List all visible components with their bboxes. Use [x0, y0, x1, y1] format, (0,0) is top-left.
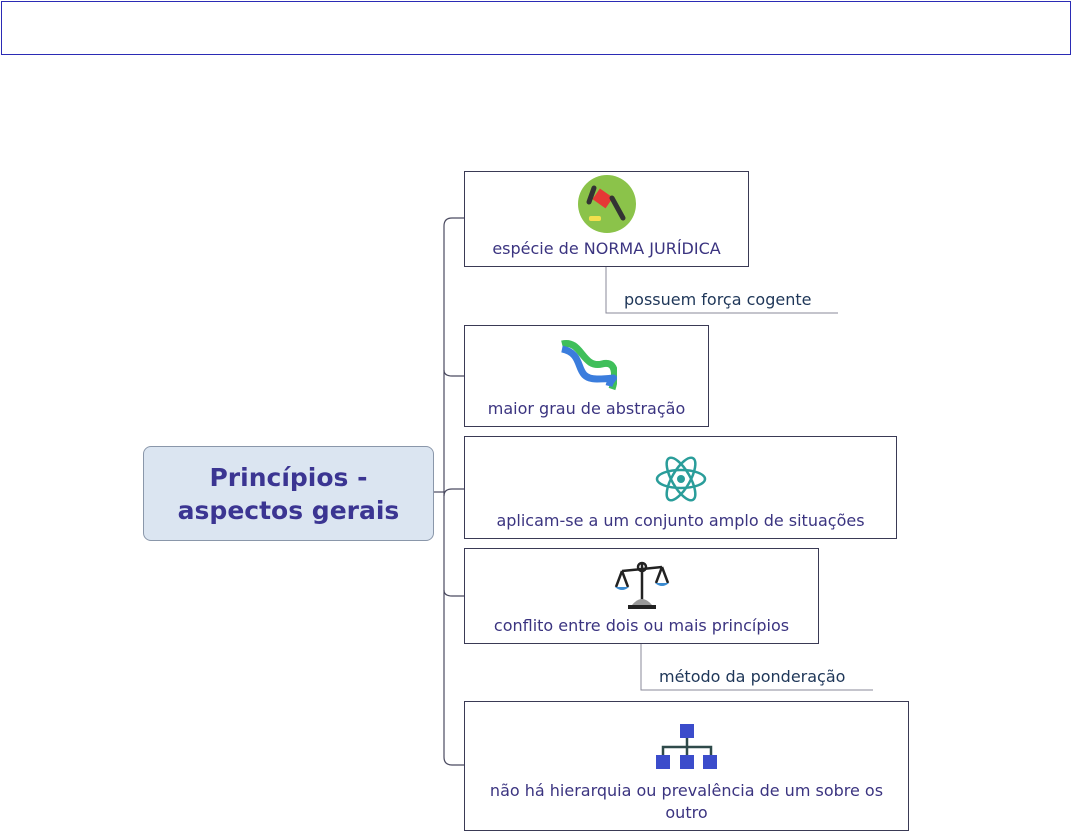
dna-icon — [560, 340, 617, 391]
gavel-icon — [577, 175, 636, 233]
central-line-1: Princípios - — [209, 462, 368, 492]
node-label: espécie de NORMA JURÍDICA — [492, 239, 721, 258]
node-label: conflito entre dois ou mais princípios — [493, 616, 790, 635]
node-norma-juridica[interactable]: espécie de NORMA JURÍDICA — [464, 171, 749, 267]
central-topic[interactable]: Princípios -aspectos gerais — [143, 446, 434, 541]
node-abstracao[interactable]: maior grau de abstração — [464, 325, 709, 427]
node-conjunto-amplo[interactable]: aplicam-se a um conjunto amplo de situaç… — [464, 436, 897, 539]
node-hierarquia[interactable]: não há hierarquia ou prevalência de um s… — [464, 701, 909, 831]
node-label: não há hierarquia ou prevalência de um s… — [489, 781, 884, 822]
central-line-2: aspectos gerais — [177, 495, 400, 525]
subnode-ponderacao[interactable]: método da ponderação — [659, 667, 846, 686]
scales-icon — [614, 561, 669, 609]
hierarchy-icon — [655, 724, 717, 769]
subnode-forca-cogente[interactable]: possuem força cogente — [624, 290, 812, 309]
node-label: aplicam-se a um conjunto amplo de situaç… — [496, 511, 865, 530]
node-conflito[interactable]: conflito entre dois ou mais princípios — [464, 548, 819, 644]
node-label: maior grau de abstração — [487, 399, 686, 418]
atom-icon — [655, 456, 706, 502]
top-frame — [1, 1, 1071, 55]
